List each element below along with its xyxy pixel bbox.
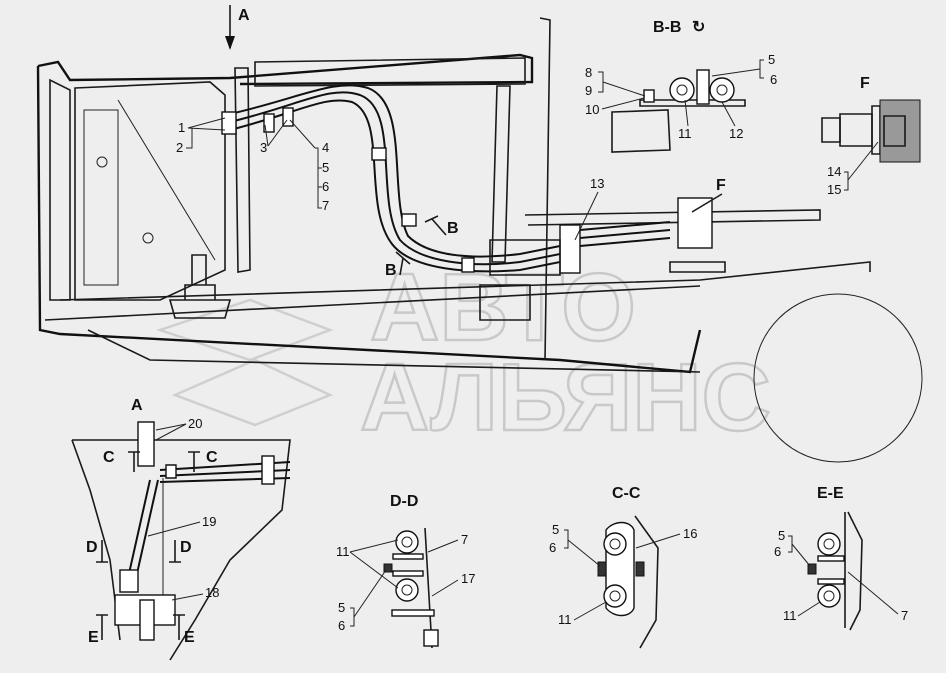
callout-cc-16: 16 xyxy=(683,526,697,541)
section-cc-title: C-C xyxy=(612,485,641,502)
frame-top xyxy=(37,53,534,86)
callout-4: 4 xyxy=(322,140,329,155)
callout-dd-17: 17 xyxy=(461,571,475,586)
lower-beam-2 xyxy=(44,285,701,373)
watermark-logo: АВТО АЛЬЯНС xyxy=(156,253,772,452)
frame-side-rail xyxy=(49,78,71,301)
callout-bb-10: 10 xyxy=(585,102,599,117)
callout-bb-8: 8 xyxy=(585,65,592,80)
callout-ee-5: 5 xyxy=(778,528,785,543)
marker-c-left: C xyxy=(103,449,115,466)
view-a-top-label: A xyxy=(238,7,250,24)
callout-dd-11: 11 xyxy=(336,544,350,559)
callout-1: 1 xyxy=(178,120,185,135)
view-a-title: A xyxy=(131,397,143,414)
section-f-title: F xyxy=(860,75,870,92)
marker-d-right: D xyxy=(180,539,192,556)
filter-cylinder xyxy=(83,109,119,286)
callout-6: 6 xyxy=(322,179,329,194)
pump-unit xyxy=(168,254,232,319)
callout-dd-5: 5 xyxy=(338,600,345,615)
callout-cc-11: 11 xyxy=(558,612,572,627)
mount-bracket xyxy=(479,239,561,321)
marker-c-right: C xyxy=(206,449,218,466)
callout-2: 2 xyxy=(176,140,183,155)
callout-a-18: 18 xyxy=(205,585,219,600)
callout-cc-5: 5 xyxy=(552,522,559,537)
section-cc: C-C 5 6 16 11 xyxy=(549,485,697,649)
hose-3 xyxy=(229,84,581,258)
callout-bb-12: 12 xyxy=(729,126,743,141)
callout-ee-11: 11 xyxy=(783,608,797,623)
callout-cc-6: 6 xyxy=(549,540,556,555)
callout-bb-5: 5 xyxy=(768,52,775,67)
marker-e-left: E xyxy=(88,629,99,646)
section-dd: D-D 11 7 17 5 6 xyxy=(336,493,475,649)
callout-bb-6: 6 xyxy=(770,72,777,87)
callout-ee-7: 7 xyxy=(901,608,908,623)
callout-dd-7: 7 xyxy=(461,532,468,547)
callout-13: 13 xyxy=(590,176,604,191)
section-f: F 14 15 xyxy=(821,75,921,197)
callout-5: 5 xyxy=(322,160,329,175)
section-bb-title: B-B xyxy=(653,19,681,36)
callout-a-19: 19 xyxy=(202,514,216,529)
marker-f-main: F xyxy=(716,177,726,194)
marker-b-left: B xyxy=(385,262,397,279)
section-ee-title: E-E xyxy=(817,485,844,502)
callout-ee-6: 6 xyxy=(774,544,781,559)
right-platform xyxy=(524,209,821,226)
hose-2 xyxy=(229,99,581,273)
callout-bb-9: 9 xyxy=(585,83,592,98)
rear-post xyxy=(539,17,551,361)
rotate-symbol: ↻ xyxy=(692,19,705,36)
lower-beam xyxy=(59,261,871,301)
marker-e-right: E xyxy=(184,629,195,646)
clamp-block-13 xyxy=(559,224,581,274)
view-a-detail: A C C D D E E 20 19 18 xyxy=(71,397,291,661)
vertical-pipe xyxy=(234,67,251,273)
callout-3: 3 xyxy=(260,140,267,155)
callout-7: 7 xyxy=(322,198,329,213)
callout-f-14: 14 xyxy=(827,164,841,179)
wheel-outline xyxy=(753,293,923,463)
callout-f-15: 15 xyxy=(827,182,841,197)
hose-1 xyxy=(229,91,581,266)
section-ee: E-E 5 6 11 7 xyxy=(774,485,908,631)
support-rod xyxy=(491,85,511,263)
section-dd-title: D-D xyxy=(390,493,418,510)
upper-cylinder xyxy=(254,57,526,87)
marker-d-left: D xyxy=(86,539,98,556)
callout-a-20: 20 xyxy=(188,416,202,431)
frame-bottom xyxy=(36,65,702,374)
main-assembly-view: A B B F 1 2 3 4 5 6 7 13 xyxy=(36,5,923,463)
f-fitting-block xyxy=(677,197,713,249)
section-bb: B-B ↻ 8 9 10 11 12 5 6 xyxy=(585,19,777,153)
tank-body xyxy=(74,81,226,301)
callout-bb-11: 11 xyxy=(678,126,692,141)
callout-dd-6: 6 xyxy=(338,618,345,633)
marker-b-right: B xyxy=(447,220,459,237)
